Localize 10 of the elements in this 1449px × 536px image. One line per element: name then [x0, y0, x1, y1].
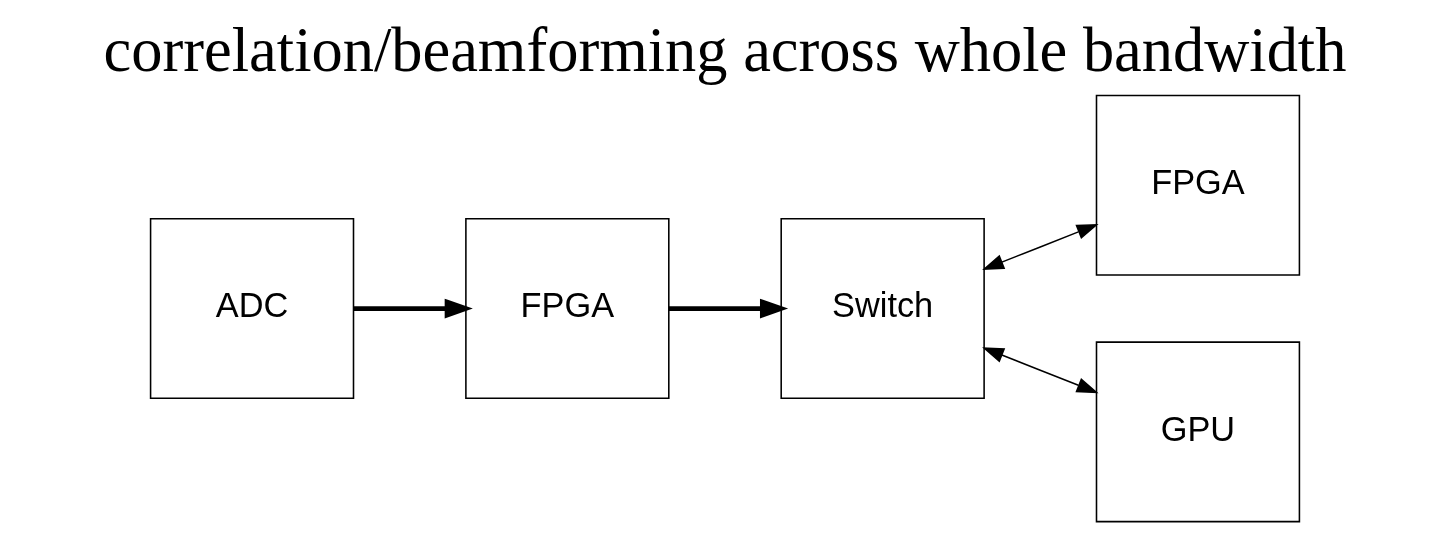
node-box: ADC — [149, 218, 354, 400]
arrow — [668, 298, 788, 319]
diagram-title: correlation/beamforming across whole bandwidth — [103, 14, 1346, 85]
arrow — [981, 347, 1099, 394]
arrow — [981, 223, 1099, 270]
node-box: Switch — [779, 218, 985, 400]
node-box: FPGA — [464, 218, 670, 400]
arrow — [353, 298, 473, 319]
node-box: GPU — [1095, 341, 1300, 523]
node-box: FPGA — [1095, 94, 1300, 276]
